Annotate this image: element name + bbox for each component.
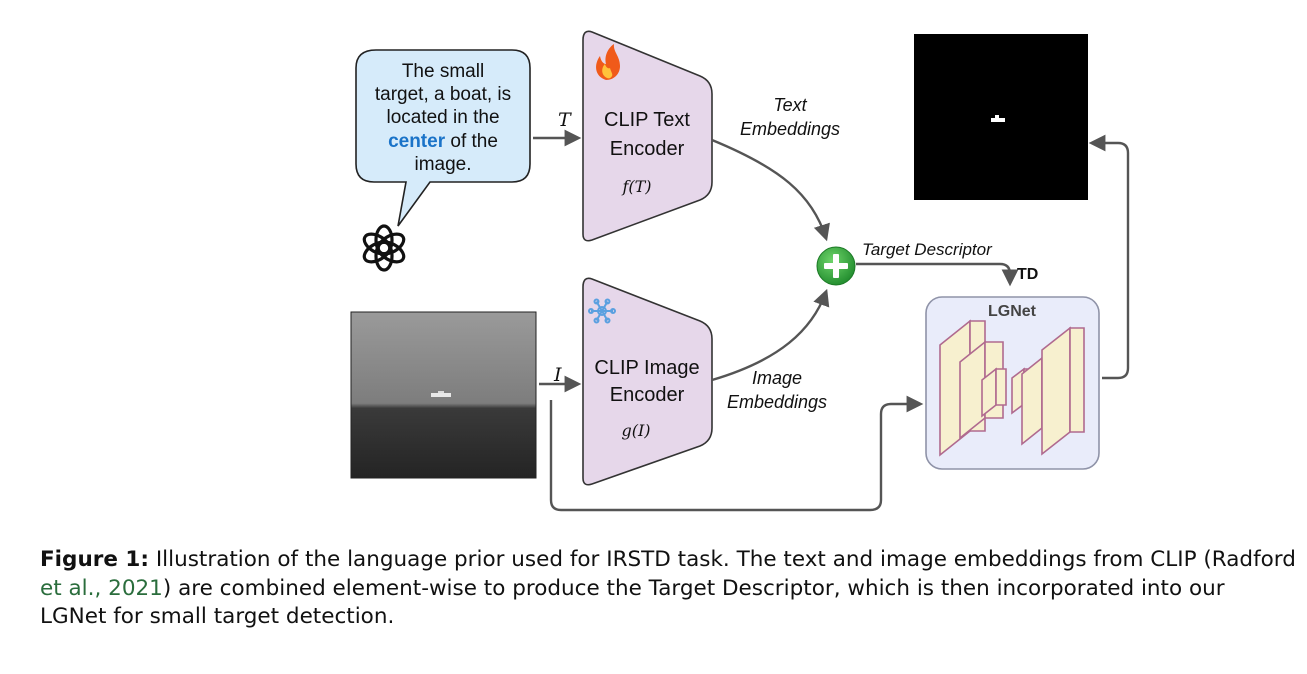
image-embeddings-arrow: [711, 288, 830, 382]
image-encoder-line-2: Encoder: [610, 384, 685, 406]
speech-bubble: The small target, a boat, is located in …: [355, 49, 531, 227]
target-descriptor-label: Target Descriptor: [862, 240, 993, 259]
caption-line-1: Figure 1: Illustration of the language p…: [40, 546, 1307, 575]
output-arrow: [1088, 134, 1130, 380]
image-func-symbol: g(I): [621, 421, 650, 440]
image-input-symbol: I: [553, 364, 562, 386]
lgnet-blocks: [939, 319, 1085, 457]
bubble-line-5: image.: [414, 154, 471, 175]
bubble-line-4-rest: of the: [445, 131, 498, 152]
caption-citation[interactable]: et al., 2021: [40, 575, 163, 601]
output-mask-image: [914, 34, 1088, 200]
caption-line-1-text: Illustration of the language prior used …: [148, 547, 1296, 572]
text-embeddings-label-1: Text: [773, 95, 807, 115]
text-encoder-line-2: Encoder: [610, 138, 685, 160]
fire-icon: [596, 44, 620, 80]
figure-caption: Figure 1: Illustration of the language p…: [40, 546, 1307, 646]
caption-line-2-text: ) are combined element-wise to produce t…: [162, 575, 1225, 601]
infrared-input-image: [350, 311, 537, 479]
text-embeddings-label-2: Embeddings: [740, 119, 840, 139]
snowflake-icon: [588, 298, 616, 324]
target-descriptor-arrow: [856, 262, 1019, 287]
clip-text-encoder: CLIP Text Encoder f(T): [582, 30, 713, 242]
td-symbol: TD: [1017, 266, 1038, 283]
text-encoder-line-1: CLIP Text: [604, 109, 690, 131]
bubble-line-1: The small: [402, 61, 484, 82]
architecture-diagram: The small target, a boat, is located in …: [350, 30, 1130, 512]
highlight-word: center: [388, 131, 446, 152]
text-func-symbol: f(T): [621, 177, 651, 196]
bubble-line-4: center of the: [388, 131, 498, 152]
text-input-symbol: T: [558, 109, 572, 131]
clip-image-encoder: CLIP Image Encoder g(I): [582, 277, 713, 486]
caption-line-2: et al., 2021) are combined element-wise …: [40, 575, 1307, 604]
caption-line-3: LGNet for small target detection.: [40, 604, 395, 629]
caption-label: Figure 1:: [40, 547, 149, 572]
skip-connection-arrow: [549, 395, 924, 512]
lgnet-box: LGNet: [925, 296, 1100, 470]
image-embeddings-label-2: Embeddings: [727, 392, 827, 412]
text-embeddings-arrow: [711, 138, 830, 242]
image-embeddings-label-1: Image: [752, 368, 802, 388]
image-encoder-line-1: CLIP Image: [594, 357, 699, 379]
lgnet-label: LGNet: [988, 303, 1037, 320]
bubble-line-3: located in the: [386, 107, 499, 128]
plus-icon: [816, 246, 856, 286]
openai-logo-icon: [362, 224, 406, 272]
bubble-line-2: target, a boat, is: [375, 84, 511, 105]
